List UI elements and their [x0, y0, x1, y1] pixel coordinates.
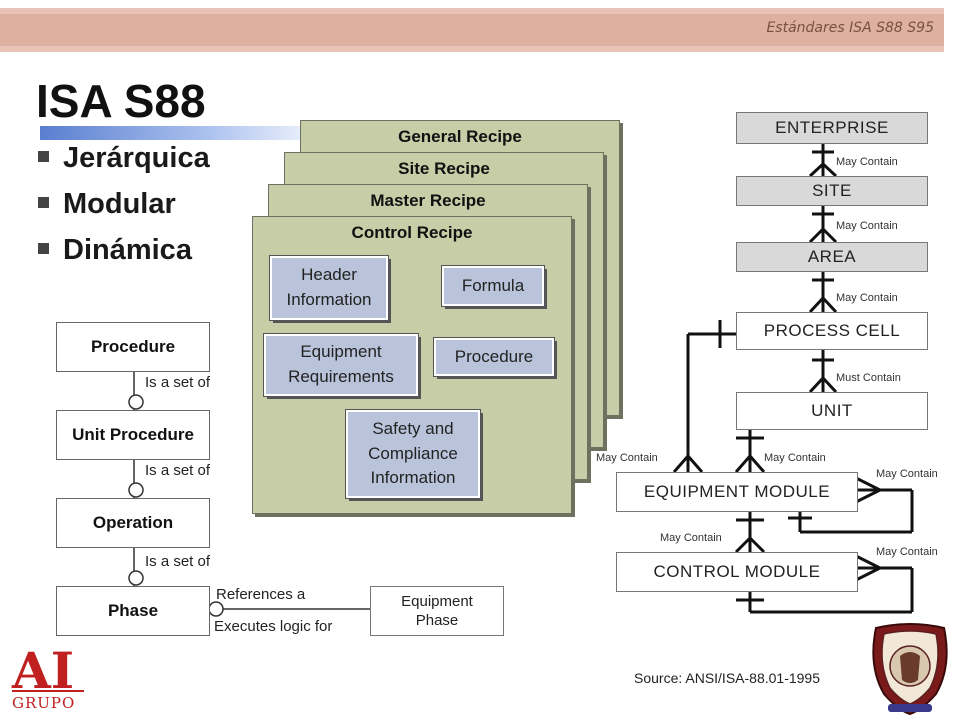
formula-box: Formula [441, 265, 545, 307]
procedure-recipe-box: Procedure [433, 337, 555, 377]
bullet-square-icon [38, 242, 49, 254]
relation-label: May Contain [836, 220, 898, 232]
logo-letters: AI [12, 641, 75, 700]
operation-box: Operation [56, 498, 210, 548]
relation-label: May Contain [876, 468, 938, 480]
logo-word: GRUPO [12, 694, 76, 712]
references-label: References a [216, 586, 306, 603]
is-a-set-of-label: Is a set of [145, 462, 211, 479]
title-underline [40, 126, 340, 140]
bullet-item: Jerárquica [38, 142, 210, 175]
bullet-item: Dinámica [38, 234, 192, 267]
relation-label: May Contain [836, 292, 898, 304]
bullet-item: Modular [38, 188, 176, 221]
control-recipe-label: Control Recipe [351, 223, 473, 242]
bullet-square-icon [38, 150, 49, 162]
university-seal-icon [872, 623, 948, 716]
site-recipe-label: Site Recipe [398, 159, 490, 178]
page-title: ISA S88 [36, 75, 206, 127]
relation-label: May Contain [764, 452, 826, 464]
relation-label: Must Contain [836, 372, 901, 384]
equipment-phase-box: Equipment Phase [370, 586, 504, 636]
bullet-text: Dinámica [63, 234, 192, 266]
enterprise-box: ENTERPRISE [736, 112, 928, 144]
equipment-module-box: EQUIPMENT MODULE [616, 472, 858, 512]
relation-label: May Contain [660, 532, 722, 544]
bullet-text: Jerárquica [63, 142, 210, 174]
master-recipe-label: Master Recipe [370, 191, 486, 210]
phase-box: Phase [56, 586, 210, 636]
site-box: SITE [736, 176, 928, 206]
unit-box: UNIT [736, 392, 928, 430]
relation-label: May Contain [876, 546, 938, 558]
control-module-box: CONTROL MODULE [616, 552, 858, 592]
header-band-stripe [0, 14, 944, 46]
area-box: AREA [736, 242, 928, 272]
relation-label: May Contain [836, 156, 898, 168]
bullet-square-icon [38, 196, 49, 208]
executes-logic-label: Executes logic for [214, 618, 333, 635]
is-a-set-of-label: Is a set of [145, 374, 211, 391]
safety-compliance-box: Safety and Compliance Information [345, 409, 481, 499]
process-cell-box: PROCESS CELL [736, 312, 928, 350]
general-recipe-label: General Recipe [398, 127, 522, 146]
source-note: Source: ANSI/ISA-88.01-1995 [634, 670, 820, 686]
unit-procedure-box: Unit Procedure [56, 410, 210, 460]
is-a-set-of-label: Is a set of [145, 553, 211, 570]
procedure-box: Procedure [56, 322, 210, 372]
bullet-text: Modular [63, 188, 176, 220]
header-information-box: Header Information [269, 255, 389, 321]
relation-label: May Contain [596, 452, 658, 464]
header-tag: Estándares ISA S88 S95 [766, 20, 934, 36]
equipment-requirements-box: Equipment Requirements [263, 333, 419, 397]
logo-rule [12, 690, 84, 692]
